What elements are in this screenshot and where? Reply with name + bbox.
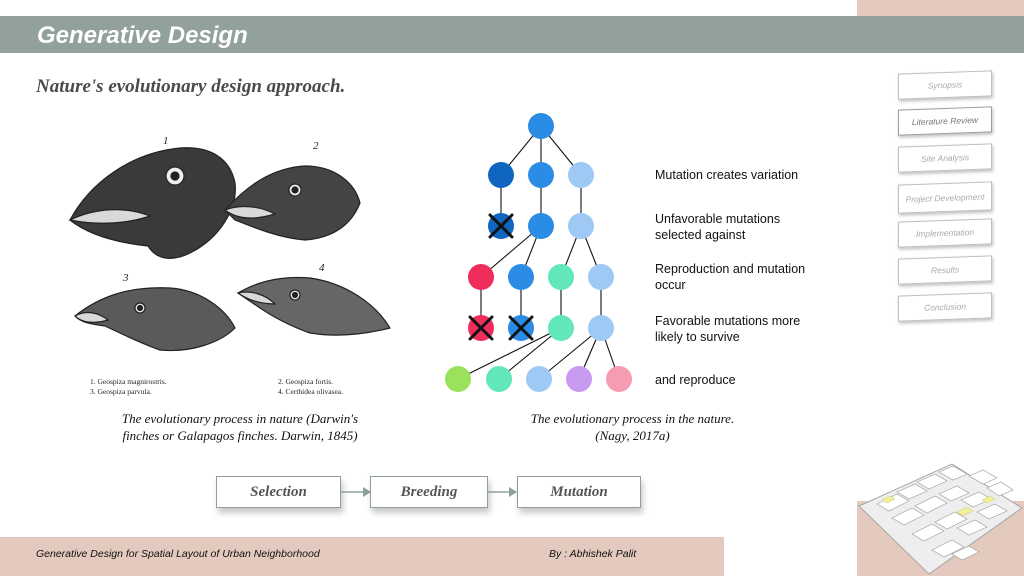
tree-label-unfavorable: Unfavorable mutations selected against [655, 211, 780, 243]
tree-node-light-blue [588, 264, 614, 290]
urban-block-illustration [858, 463, 1023, 575]
tree-label-reproduction-line-2: occur [655, 278, 686, 292]
nav-item-results[interactable]: Results [898, 255, 992, 285]
footer-bar [0, 537, 724, 576]
section-subtitle: Nature's evolutionary design approach. [36, 76, 346, 97]
tree-node-mint [548, 264, 574, 290]
tree-caption-line-1: The evolutionary process in the nature. [530, 411, 735, 426]
tree-node-light-blue [526, 366, 552, 392]
tree-caption: The evolutionary process in the nature. … [500, 410, 765, 444]
finches-caption-line-1: The evolutionary process in nature (Darw… [121, 411, 359, 426]
tree-node-root [528, 113, 554, 139]
header-bar [0, 16, 1024, 53]
finch-4-beak [236, 291, 277, 305]
flow-step-mutation: Mutation [517, 476, 641, 508]
tree-label-unfavorable-line-2: selected against [655, 228, 746, 242]
finch-number-3: 3 [122, 272, 129, 284]
finch-legend-left-1: 1. Geospiza magnirostris. [90, 377, 167, 386]
flow-step-selection: Selection [216, 476, 341, 508]
finch-2-head [224, 165, 361, 241]
nav-item-synopsis[interactable]: Synopsis [898, 70, 992, 100]
finch-1-head [69, 147, 236, 259]
tree-node-light-blue [568, 213, 594, 239]
tree-node-blue [528, 213, 554, 239]
finch-1-beak [68, 209, 152, 224]
nav-item-project-development[interactable]: Project Development [898, 181, 992, 214]
finch-number-4: 4 [319, 262, 325, 274]
finch-3-beak [74, 311, 110, 323]
nav-item-site-analysis[interactable]: Site Analysis [898, 143, 992, 173]
finch-number-2: 2 [313, 140, 319, 152]
tree-label-reproduction: Reproduction and mutation occur [655, 261, 805, 293]
finches-caption: The evolutionary process in nature (Darw… [70, 410, 410, 444]
tree-caption-line-2: (Nagy, 2017a) [595, 428, 670, 443]
page-title: Generative Design [37, 22, 248, 49]
tree-node-mint [548, 315, 574, 341]
tree-node-purple [566, 366, 592, 392]
cross-icon [488, 213, 514, 239]
arrow-right-icon [488, 487, 517, 497]
tree-label-favorable-line-1: Favorable mutations more [655, 314, 801, 328]
tree-label-unfavorable-line-1: Unfavorable mutations [655, 212, 781, 226]
footer-author: By : Abhishek Palit [549, 548, 637, 560]
finch-3-head [74, 287, 236, 352]
darwin-finches-illustration: 1 2 3 4 1. Geospiza magnirostris. 3. Geo… [68, 135, 391, 396]
cross-icon [468, 315, 494, 341]
nav-item-implementation[interactable]: Implementation [898, 218, 992, 248]
tree-node-mint [486, 366, 512, 392]
tree-node-light-blue [568, 162, 594, 188]
tree-label-mutation: Mutation creates variation [655, 168, 799, 182]
finch-number-1: 1 [163, 135, 169, 147]
tree-label-favorable-line-2: likely to survive [655, 330, 740, 344]
flow-step-breeding: Breeding [370, 476, 488, 508]
finch-legend-left-2: 3. Geospiza parvula. [90, 387, 152, 396]
nav-item-conclusion[interactable]: Conclusion [898, 292, 992, 322]
finch-legend-right-2: 4. Certhidea olivasea. [278, 387, 343, 396]
tree-label-reproduce: and reproduce [655, 373, 736, 387]
tree-node-green [445, 366, 471, 392]
tree-node-red [468, 264, 494, 290]
finch-2-beak [223, 205, 277, 219]
tree-node-pink [606, 366, 632, 392]
cross-icon [508, 315, 534, 341]
tree-node-blue [528, 162, 554, 188]
arrow-right-icon [341, 487, 371, 497]
footer-project-title: Generative Design for Spatial Layout of … [36, 548, 320, 560]
tree-label-favorable: Favorable mutations more likely to survi… [655, 313, 800, 345]
nav-item-literature-review[interactable]: Literature Review [898, 106, 992, 136]
evolution-tree-diagram [445, 113, 632, 392]
tree-label-reproduction-line-1: Reproduction and mutation [655, 262, 806, 276]
tree-node-dark-blue [488, 162, 514, 188]
tree-node-blue [508, 264, 534, 290]
finch-4-head [236, 276, 391, 336]
finches-caption-line-2: finches or Galapagos finches. Darwin, 18… [122, 428, 358, 443]
finch-legend-right-1: 2. Geospiza fortis. [278, 377, 333, 386]
tree-node-light-blue [588, 315, 614, 341]
